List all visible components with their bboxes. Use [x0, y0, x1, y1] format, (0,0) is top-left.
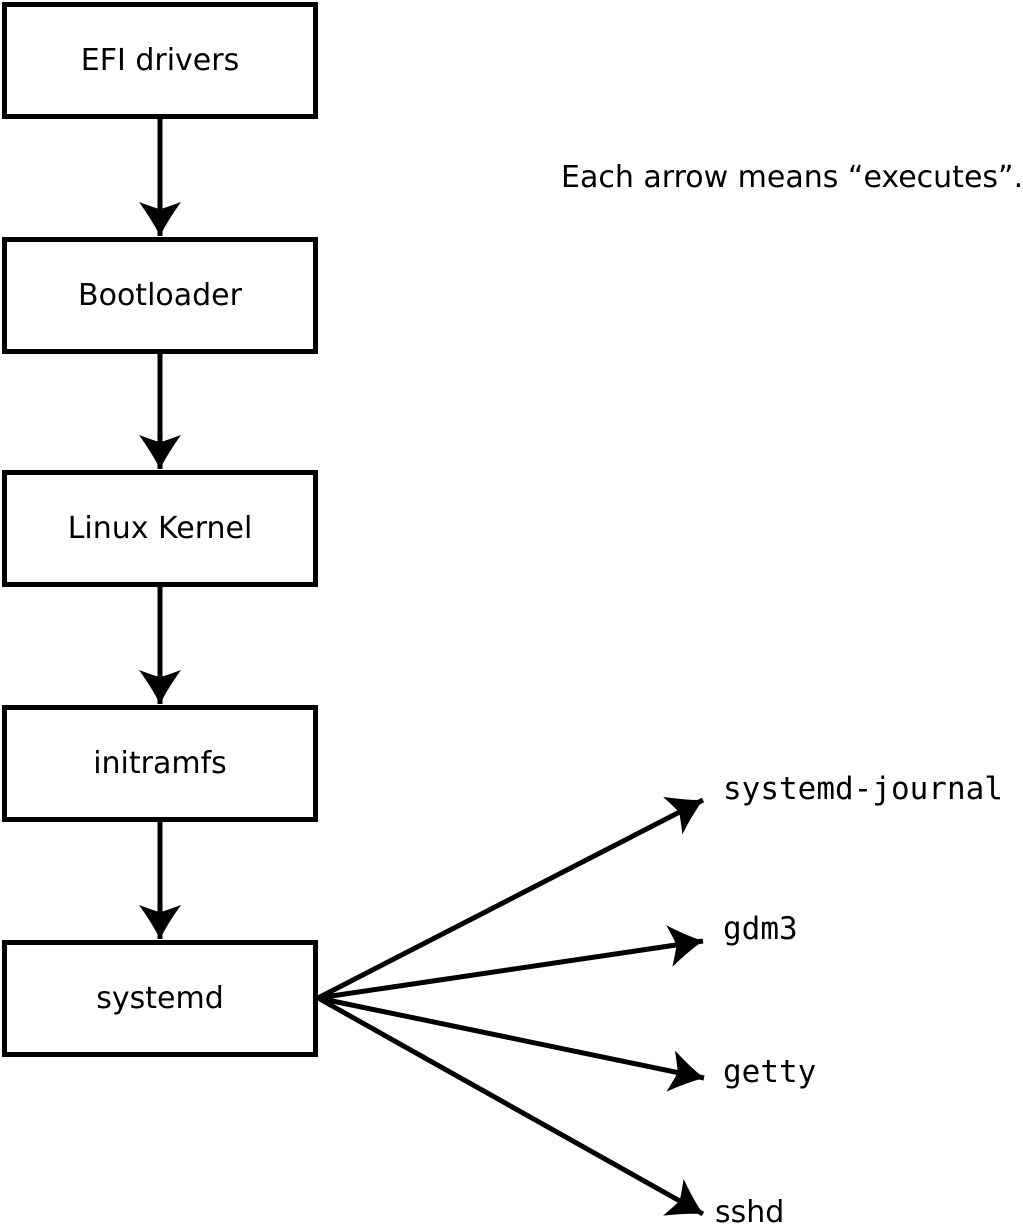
label-systemd-journal: systemd-journal [723, 771, 1003, 807]
box-linux-kernel-label: Linux Kernel [67, 510, 253, 546]
label-gdm3: gdm3 [723, 911, 798, 947]
label-getty: getty [723, 1054, 817, 1090]
arrow-systemd-to-journal [316, 796, 705, 1001]
box-bootloader: Bootloader [2, 237, 318, 354]
box-bootloader-label: Bootloader [78, 277, 242, 313]
arrow-systemd-to-gdm3 [317, 925, 704, 1001]
box-initramfs-label: initramfs [93, 745, 227, 781]
box-systemd-label: systemd [96, 980, 224, 1016]
box-efi-drivers: EFI drivers [2, 2, 318, 119]
box-systemd: systemd [2, 940, 318, 1057]
box-efi-drivers-label: EFI drivers [80, 42, 240, 78]
caption-arrow-meaning: Each arrow means “executes”. [561, 160, 1023, 195]
box-linux-kernel: Linux Kernel [2, 470, 318, 587]
box-initramfs: initramfs [2, 705, 318, 822]
label-sshd: sshd [715, 1195, 785, 1230]
arrow-systemd-to-sshd [316, 995, 705, 1217]
arrow-systemd-to-getty [317, 995, 705, 1092]
